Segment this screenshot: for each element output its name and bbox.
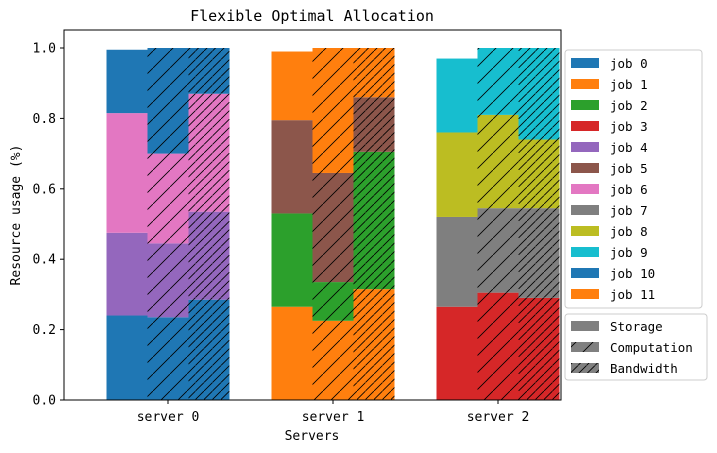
bar-segment-hatch (518, 208, 560, 298)
bar-segment-hatch (188, 93, 230, 212)
bar-segment-hatch (188, 211, 230, 300)
x-tick-label: server 2 (467, 410, 530, 425)
legend-swatch (571, 163, 599, 173)
bar-segment (106, 113, 148, 233)
legend-swatch-hatch (571, 363, 599, 373)
bar-segment-hatch (518, 139, 560, 209)
legend-swatch (571, 321, 599, 331)
bar-segment (271, 120, 313, 214)
legend-swatch (571, 142, 599, 152)
bar-segment-hatch (312, 172, 354, 283)
legend-label: job 4 (610, 140, 648, 155)
bar-segment-hatch (518, 297, 560, 400)
y-tick-label: 0.4 (33, 253, 57, 268)
plot-frame (63, 29, 562, 401)
bar-segment-hatch (353, 48, 395, 98)
y-tick-label: 0.0 (33, 394, 56, 409)
bar-segment-hatch (147, 243, 189, 318)
x-axis-label: Servers (285, 429, 340, 444)
legend-label: Bandwidth (610, 361, 678, 376)
y-tick-label: 0.6 (33, 182, 56, 197)
legend-swatch (571, 121, 599, 131)
legend-label: Storage (610, 319, 663, 334)
y-tick-label: 0.2 (33, 323, 56, 338)
bar-segment-hatch (312, 48, 354, 173)
legend-jobs: job 0 job 1 job 2 job 3 job 4 job 5 job 6 job 7… (564, 49, 703, 309)
bar-segment (106, 49, 148, 114)
bar-segment-hatch (312, 320, 354, 400)
legend-swatch (571, 247, 599, 257)
legend-swatch (571, 184, 599, 194)
bar-segment-hatch (477, 292, 519, 400)
y-tick-label: 0.8 (33, 112, 56, 127)
bar-segment (106, 315, 148, 400)
legend-swatch (571, 100, 599, 110)
bar-segment (106, 232, 148, 316)
bar-segment-hatch (353, 151, 395, 290)
bar-segment-hatch (147, 153, 189, 244)
bar-segment-hatch (518, 48, 560, 140)
bar-segment (436, 58, 478, 133)
legend-jobs-box (564, 49, 703, 309)
legend-label: job 6 (610, 182, 648, 197)
legend-swatch (571, 268, 599, 278)
legend-swatch (571, 205, 599, 215)
bar-segment-hatch (188, 299, 230, 400)
legend-swatch (571, 226, 599, 236)
legend-swatch-hatch (571, 342, 599, 352)
legend-swatch (571, 58, 599, 68)
x-axis: server 0 server 1 server 2 (137, 400, 530, 425)
legend-label: job 9 (610, 245, 648, 260)
legend-resources-box (564, 313, 708, 381)
bar-segment (271, 306, 313, 400)
bars-layer (106, 48, 560, 400)
bar-segment-hatch (147, 317, 189, 400)
bar-segment-hatch (477, 208, 519, 293)
bar-segment (436, 216, 478, 307)
bar-segment (271, 213, 313, 307)
legend-label: job 11 (610, 287, 655, 302)
legend-label: job 7 (610, 203, 648, 218)
bar-segment (271, 51, 313, 121)
legend-label: job 8 (610, 224, 648, 239)
legend-swatch (571, 289, 599, 299)
bar-segment-hatch (312, 282, 354, 321)
legend-label: Computation (610, 340, 693, 355)
legend-label: job 1 (610, 77, 648, 92)
y-tick-label: 1.0 (33, 42, 56, 57)
bar-segment-hatch (147, 48, 189, 154)
bar-segment-hatch (353, 97, 395, 152)
x-tick-label: server 1 (302, 410, 365, 425)
bar-segment (436, 306, 478, 400)
bar-segment-hatch (477, 114, 519, 209)
bar-segment (436, 132, 478, 217)
bar-segment-hatch (188, 48, 230, 94)
chart-title: Flexible Optimal Allocation (190, 7, 434, 25)
legend-label: job 0 (610, 56, 648, 71)
legend-swatch (571, 79, 599, 89)
bar-segment-hatch (477, 48, 519, 115)
y-axis-label: Resource usage (%) (9, 145, 24, 286)
legend-label: job 3 (610, 119, 648, 134)
legend-label: job 5 (610, 161, 648, 176)
legend-label: job 2 (610, 98, 648, 113)
legend-label: job 10 (610, 266, 655, 281)
bar-segment-hatch (353, 289, 395, 400)
y-axis: 0.0 0.2 0.4 0.6 0.8 1.0 (33, 42, 64, 409)
x-tick-label: server 0 (137, 410, 200, 425)
